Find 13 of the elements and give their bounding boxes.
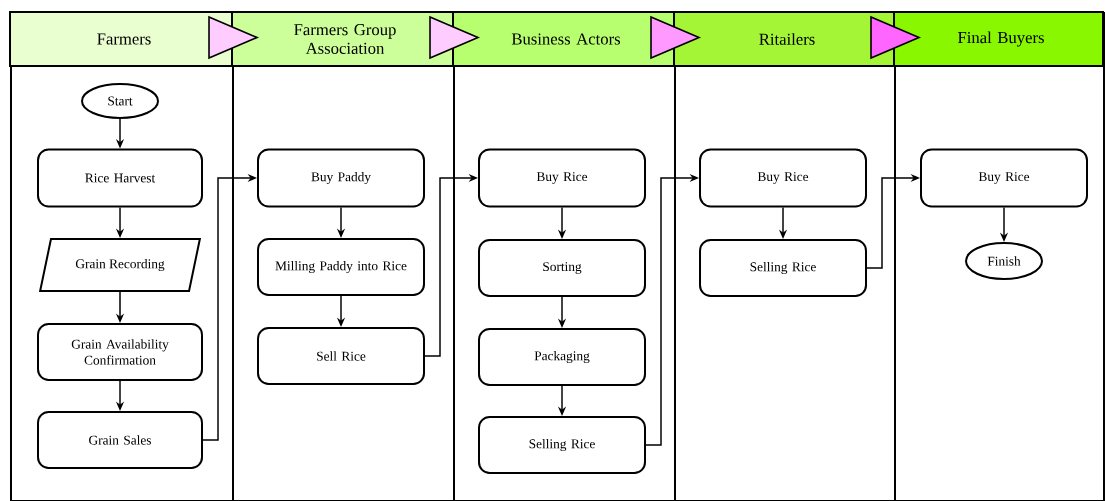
process-box: Sell Rice	[257, 327, 425, 385]
process-box: Selling Rice	[478, 416, 646, 474]
process-box: Buy Rice	[699, 148, 867, 208]
process-box: Sorting	[478, 239, 646, 297]
process-box: Buy Paddy	[257, 148, 425, 208]
process-box: Milling Paddy into Rice	[257, 238, 425, 296]
process-box: Packaging	[478, 328, 646, 386]
process-box: Selling Rice	[699, 239, 867, 297]
process-box: Grain Availability Confirmation	[37, 323, 203, 381]
process-box: Buy Rice	[920, 148, 1088, 208]
process-box: Grain Sales	[37, 411, 203, 469]
process-box: Rice Harvest	[37, 148, 203, 208]
process-box: Buy Rice	[478, 148, 646, 208]
